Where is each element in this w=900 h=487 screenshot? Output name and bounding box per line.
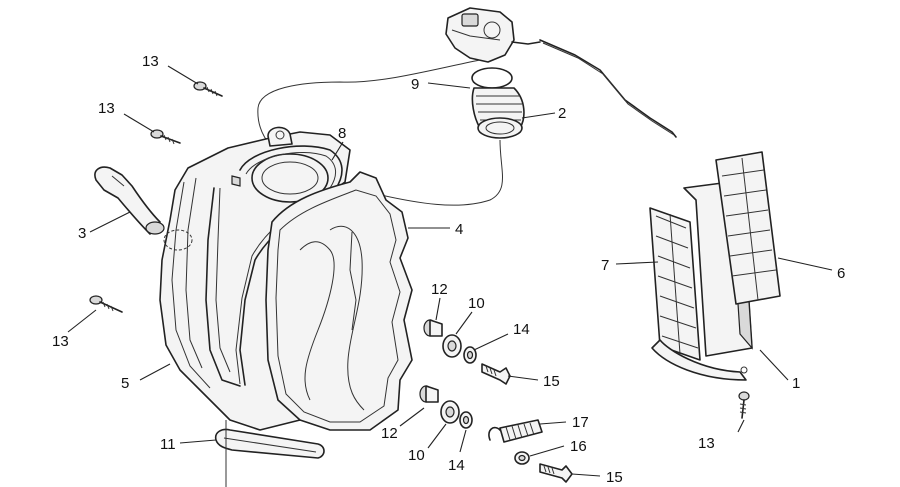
callout-14a: 14 (513, 321, 530, 338)
callout-12a: 12 (431, 281, 448, 298)
callout-8: 8 (338, 125, 346, 142)
callout-13b: 13 (98, 100, 115, 117)
callout-14b: 14 (448, 457, 465, 474)
callout-2: 2 (558, 105, 566, 122)
frame-5 (205, 187, 241, 387)
screw-13a (193, 81, 223, 97)
callout-10a: 10 (468, 295, 485, 312)
callout-13c: 13 (52, 333, 69, 350)
callout-5: 5 (121, 375, 129, 392)
callout-17: 17 (572, 414, 589, 431)
intake-sleeve (471, 67, 525, 139)
callout-16: 16 (570, 438, 587, 455)
callout-7: 7 (601, 257, 609, 274)
breather-tube (94, 166, 165, 235)
callout-1: 1 (792, 375, 800, 392)
filter-frame-6 (715, 151, 781, 305)
callout-10b: 10 (408, 447, 425, 464)
screw-13c (89, 295, 123, 313)
fastener-stack-lower (419, 385, 573, 483)
carburetor (445, 7, 677, 138)
screw-13b (150, 129, 181, 145)
airbox-cover (265, 171, 413, 431)
gasket-11 (214, 428, 325, 459)
callout-6: 6 (837, 265, 845, 282)
callout-3: 3 (78, 225, 86, 242)
screw-13d (738, 391, 750, 419)
fastener-stack-upper (423, 319, 511, 385)
callout-15b: 15 (606, 469, 623, 486)
callout-13d: 13 (698, 435, 715, 452)
callout-13a: 13 (142, 53, 159, 70)
callout-4: 4 (455, 221, 463, 238)
callout-11: 11 (160, 436, 176, 453)
leader-lines (67, 65, 833, 477)
callout-15a: 15 (543, 373, 560, 390)
callout-labels: 13 13 13 13 9 2 8 3 4 7 6 12 10 14 15 1 … (52, 53, 845, 486)
callout-12b: 12 (381, 425, 398, 442)
callout-9: 9 (411, 76, 419, 93)
filter-frame-7 (649, 207, 701, 361)
